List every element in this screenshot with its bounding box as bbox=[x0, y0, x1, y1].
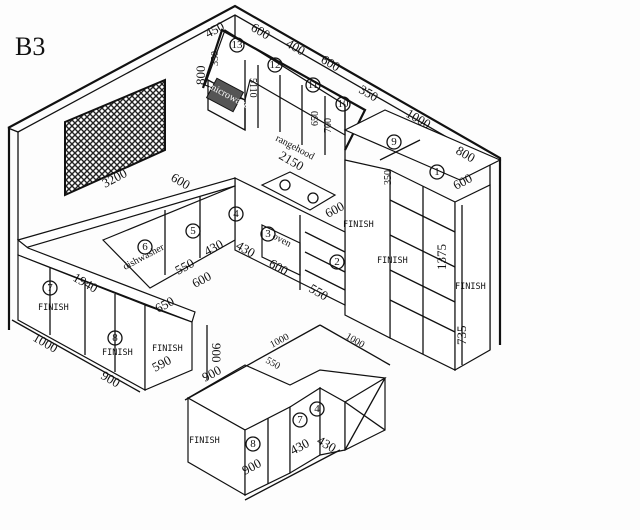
dim-label: 1375 bbox=[434, 244, 449, 270]
finish-label: FINISH bbox=[455, 282, 486, 292]
drawer-line bbox=[304, 231, 346, 253]
svg-text:12: 12 bbox=[270, 59, 281, 71]
stove-run bbox=[234, 171, 346, 306]
marker-4: 4 bbox=[228, 206, 244, 222]
svg-text:5: 5 bbox=[190, 225, 196, 237]
dim-label: 600 bbox=[322, 198, 346, 220]
svg-text:8: 8 bbox=[250, 438, 256, 450]
peninsula bbox=[16, 177, 236, 392]
peninsula-top bbox=[17, 238, 196, 323]
svg-text:4: 4 bbox=[314, 403, 320, 415]
side-text: 5110 bbox=[247, 78, 258, 98]
dim-label: 1000 bbox=[344, 331, 367, 351]
wall-top-edge bbox=[7, 4, 502, 345]
finish-label: FINISH bbox=[38, 303, 69, 313]
marker-13: 13 bbox=[229, 37, 245, 53]
svg-text:7: 7 bbox=[297, 414, 303, 426]
marker-1: 1 bbox=[429, 164, 445, 180]
tall-shelf bbox=[389, 199, 456, 233]
fridge-panel bbox=[344, 159, 391, 339]
svg-text:2: 2 bbox=[334, 256, 340, 268]
svg-text:6: 6 bbox=[142, 241, 148, 253]
tall-cabinet-side bbox=[454, 184, 491, 372]
finish-label: FINISH bbox=[189, 436, 220, 446]
dim-label: 900 bbox=[209, 343, 224, 363]
tall-cabinet bbox=[344, 159, 491, 372]
marker-2: 2 bbox=[329, 254, 345, 270]
drawing-title: B3 bbox=[15, 32, 45, 61]
svg-text:7: 7 bbox=[47, 282, 53, 294]
tall-shelf bbox=[389, 269, 456, 303]
svg-text:3: 3 bbox=[265, 228, 271, 240]
dim-label: 735 bbox=[454, 326, 469, 346]
upper-corner-top bbox=[343, 109, 502, 181]
dim-label: 350 bbox=[210, 51, 221, 66]
dim-line bbox=[319, 324, 391, 366]
svg-text:13: 13 bbox=[232, 39, 244, 51]
svg-text:10: 10 bbox=[338, 98, 350, 110]
dim-label: 600 bbox=[189, 268, 213, 290]
marker-7: 7 bbox=[292, 412, 308, 428]
x-line bbox=[344, 401, 386, 431]
dim-label: 600 bbox=[249, 20, 273, 43]
marker-8: 8 bbox=[245, 436, 261, 452]
cabinet-markers: 13 12 11 10 9 1 4 5 6 3 2 7 8 8 7 4 bbox=[42, 37, 445, 452]
dim-line bbox=[244, 449, 341, 501]
marker-10: 10 bbox=[335, 96, 351, 112]
window bbox=[64, 78, 166, 197]
marker-8: 8 bbox=[107, 330, 123, 346]
finish-label: FINISH bbox=[102, 348, 133, 358]
dim-label: 350 bbox=[357, 82, 381, 105]
upper-cabinets bbox=[201, 28, 502, 181]
x-line bbox=[344, 377, 386, 451]
svg-text:8: 8 bbox=[112, 332, 118, 344]
finish-labels: FINISH FINISH FINISH FINISH FINISH FINIS… bbox=[38, 220, 486, 446]
tall-shelf bbox=[389, 299, 456, 333]
burner-icon bbox=[279, 179, 291, 191]
tall-shelf bbox=[389, 234, 456, 268]
marker-3: 3 bbox=[260, 226, 276, 242]
microwave-window bbox=[205, 77, 245, 113]
dim-label: 600 bbox=[169, 170, 193, 193]
svg-text:1: 1 bbox=[434, 166, 440, 178]
svg-text:4: 4 bbox=[233, 208, 239, 220]
dim-label: 800 bbox=[193, 66, 208, 86]
dim-label: 650 bbox=[310, 111, 321, 126]
finish-label: FINISH bbox=[377, 256, 408, 266]
svg-text:11: 11 bbox=[308, 79, 319, 91]
marker-7: 7 bbox=[42, 280, 58, 296]
separate-l-unit bbox=[186, 364, 387, 497]
dim-label: 550 bbox=[264, 355, 282, 372]
burner-icon bbox=[307, 192, 319, 204]
finish-label: FINISH bbox=[343, 220, 374, 230]
dim-label: 700 bbox=[323, 118, 334, 133]
peninsula-end bbox=[144, 304, 193, 391]
svg-text:9: 9 bbox=[391, 136, 397, 148]
dimension-lines bbox=[11, 205, 463, 501]
back-base-front bbox=[101, 185, 236, 289]
marker-9: 9 bbox=[386, 134, 402, 150]
dim-line bbox=[184, 324, 321, 401]
dim-line bbox=[11, 319, 141, 393]
finish-label: FINISH bbox=[152, 344, 183, 354]
marker-6: 6 bbox=[137, 239, 153, 255]
upper-divider bbox=[379, 139, 421, 161]
marker-12: 12 bbox=[267, 57, 283, 73]
dim-label: 350 bbox=[383, 170, 394, 185]
drawer-line bbox=[304, 269, 346, 291]
marker-11: 11 bbox=[305, 77, 321, 93]
marker-5: 5 bbox=[185, 223, 201, 239]
marker-4: 4 bbox=[309, 401, 325, 417]
